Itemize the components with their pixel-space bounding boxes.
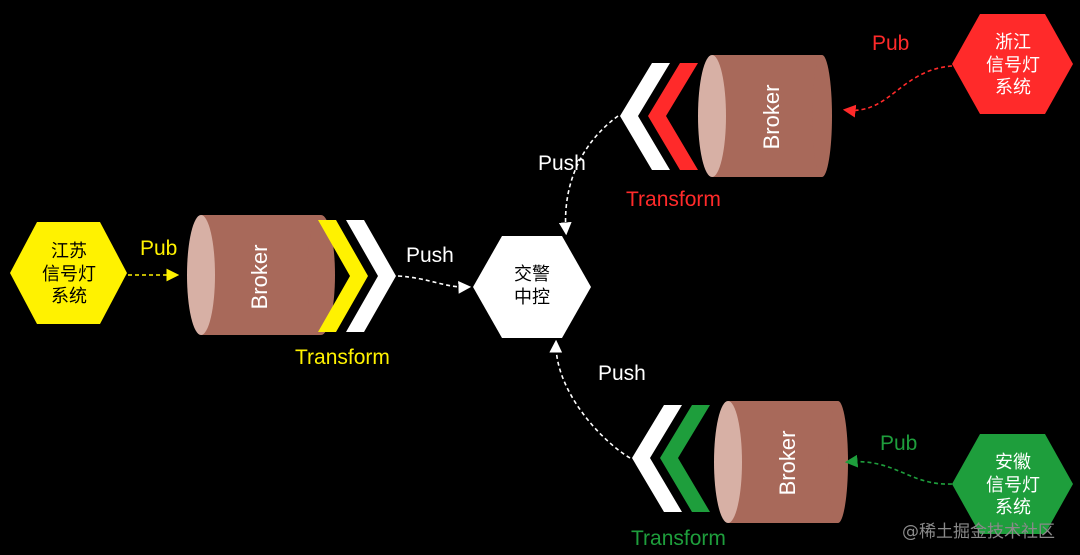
broker-left-label: Broker — [247, 244, 272, 310]
anhui-label: 安徽 信号灯 系统 — [972, 452, 1054, 520]
push-left-label: Push — [406, 244, 454, 267]
transform-top-label: Transform — [626, 188, 721, 211]
anhui-line3: 系统 — [995, 497, 1031, 518]
transform-left-chevron-white — [346, 220, 396, 332]
pub-left-label: Pub — [140, 237, 178, 260]
pub-bottom-arrow — [844, 454, 953, 485]
jiangsu-line1: 江苏 — [51, 241, 87, 262]
transform-top-chevron-red — [648, 63, 698, 170]
center-hexagon — [473, 236, 591, 338]
push-top-label: Push — [538, 152, 586, 175]
broker-left-cylinder — [187, 215, 335, 335]
zhejiang-line2: 信号灯 — [986, 54, 1040, 76]
pub-bottom-label: Pub — [880, 432, 918, 455]
anhui-line2: 信号灯 — [986, 474, 1040, 496]
transform-left-chevron-yellow — [318, 220, 368, 332]
jiangsu-label: 江苏 信号灯 系统 — [28, 241, 110, 309]
jiangsu-line2: 信号灯 — [42, 263, 96, 285]
transform-bottom-chevron-white — [632, 405, 682, 512]
broker-bottom-label: Broker — [775, 430, 800, 496]
transform-left-label: Transform — [295, 346, 390, 369]
push-left-arrow — [397, 275, 472, 294]
anhui-hexagon — [952, 434, 1073, 534]
zhejiang-hexagon — [952, 14, 1073, 114]
jiangsu-line3: 系统 — [51, 286, 87, 307]
push-bottom-arrow — [549, 339, 631, 459]
push-bottom-label: Push — [598, 362, 646, 385]
jiangsu-hexagon — [10, 222, 127, 324]
center-line2: 中控 — [514, 286, 550, 308]
pub-top-label: Pub — [872, 32, 910, 55]
zhejiang-line1: 浙江 — [995, 32, 1031, 53]
center-line1: 交警 — [514, 264, 550, 285]
transform-top-chevron-white — [620, 63, 670, 170]
watermark: @稀土掘金技术社区 — [902, 522, 1055, 542]
anhui-line1: 安徽 — [995, 452, 1031, 473]
broker-bottom-cylinder — [714, 401, 848, 523]
center-label: 交警 中控 — [491, 264, 573, 309]
transform-bottom-label: Transform — [631, 527, 726, 550]
transform-bottom-chevron-green — [660, 405, 710, 512]
broker-top-cylinder — [698, 55, 832, 177]
broker-top-label: Broker — [759, 84, 784, 150]
zhejiang-label: 浙江 信号灯 系统 — [972, 32, 1054, 100]
pub-top-arrow — [842, 65, 953, 118]
zhejiang-line3: 系统 — [995, 77, 1031, 98]
